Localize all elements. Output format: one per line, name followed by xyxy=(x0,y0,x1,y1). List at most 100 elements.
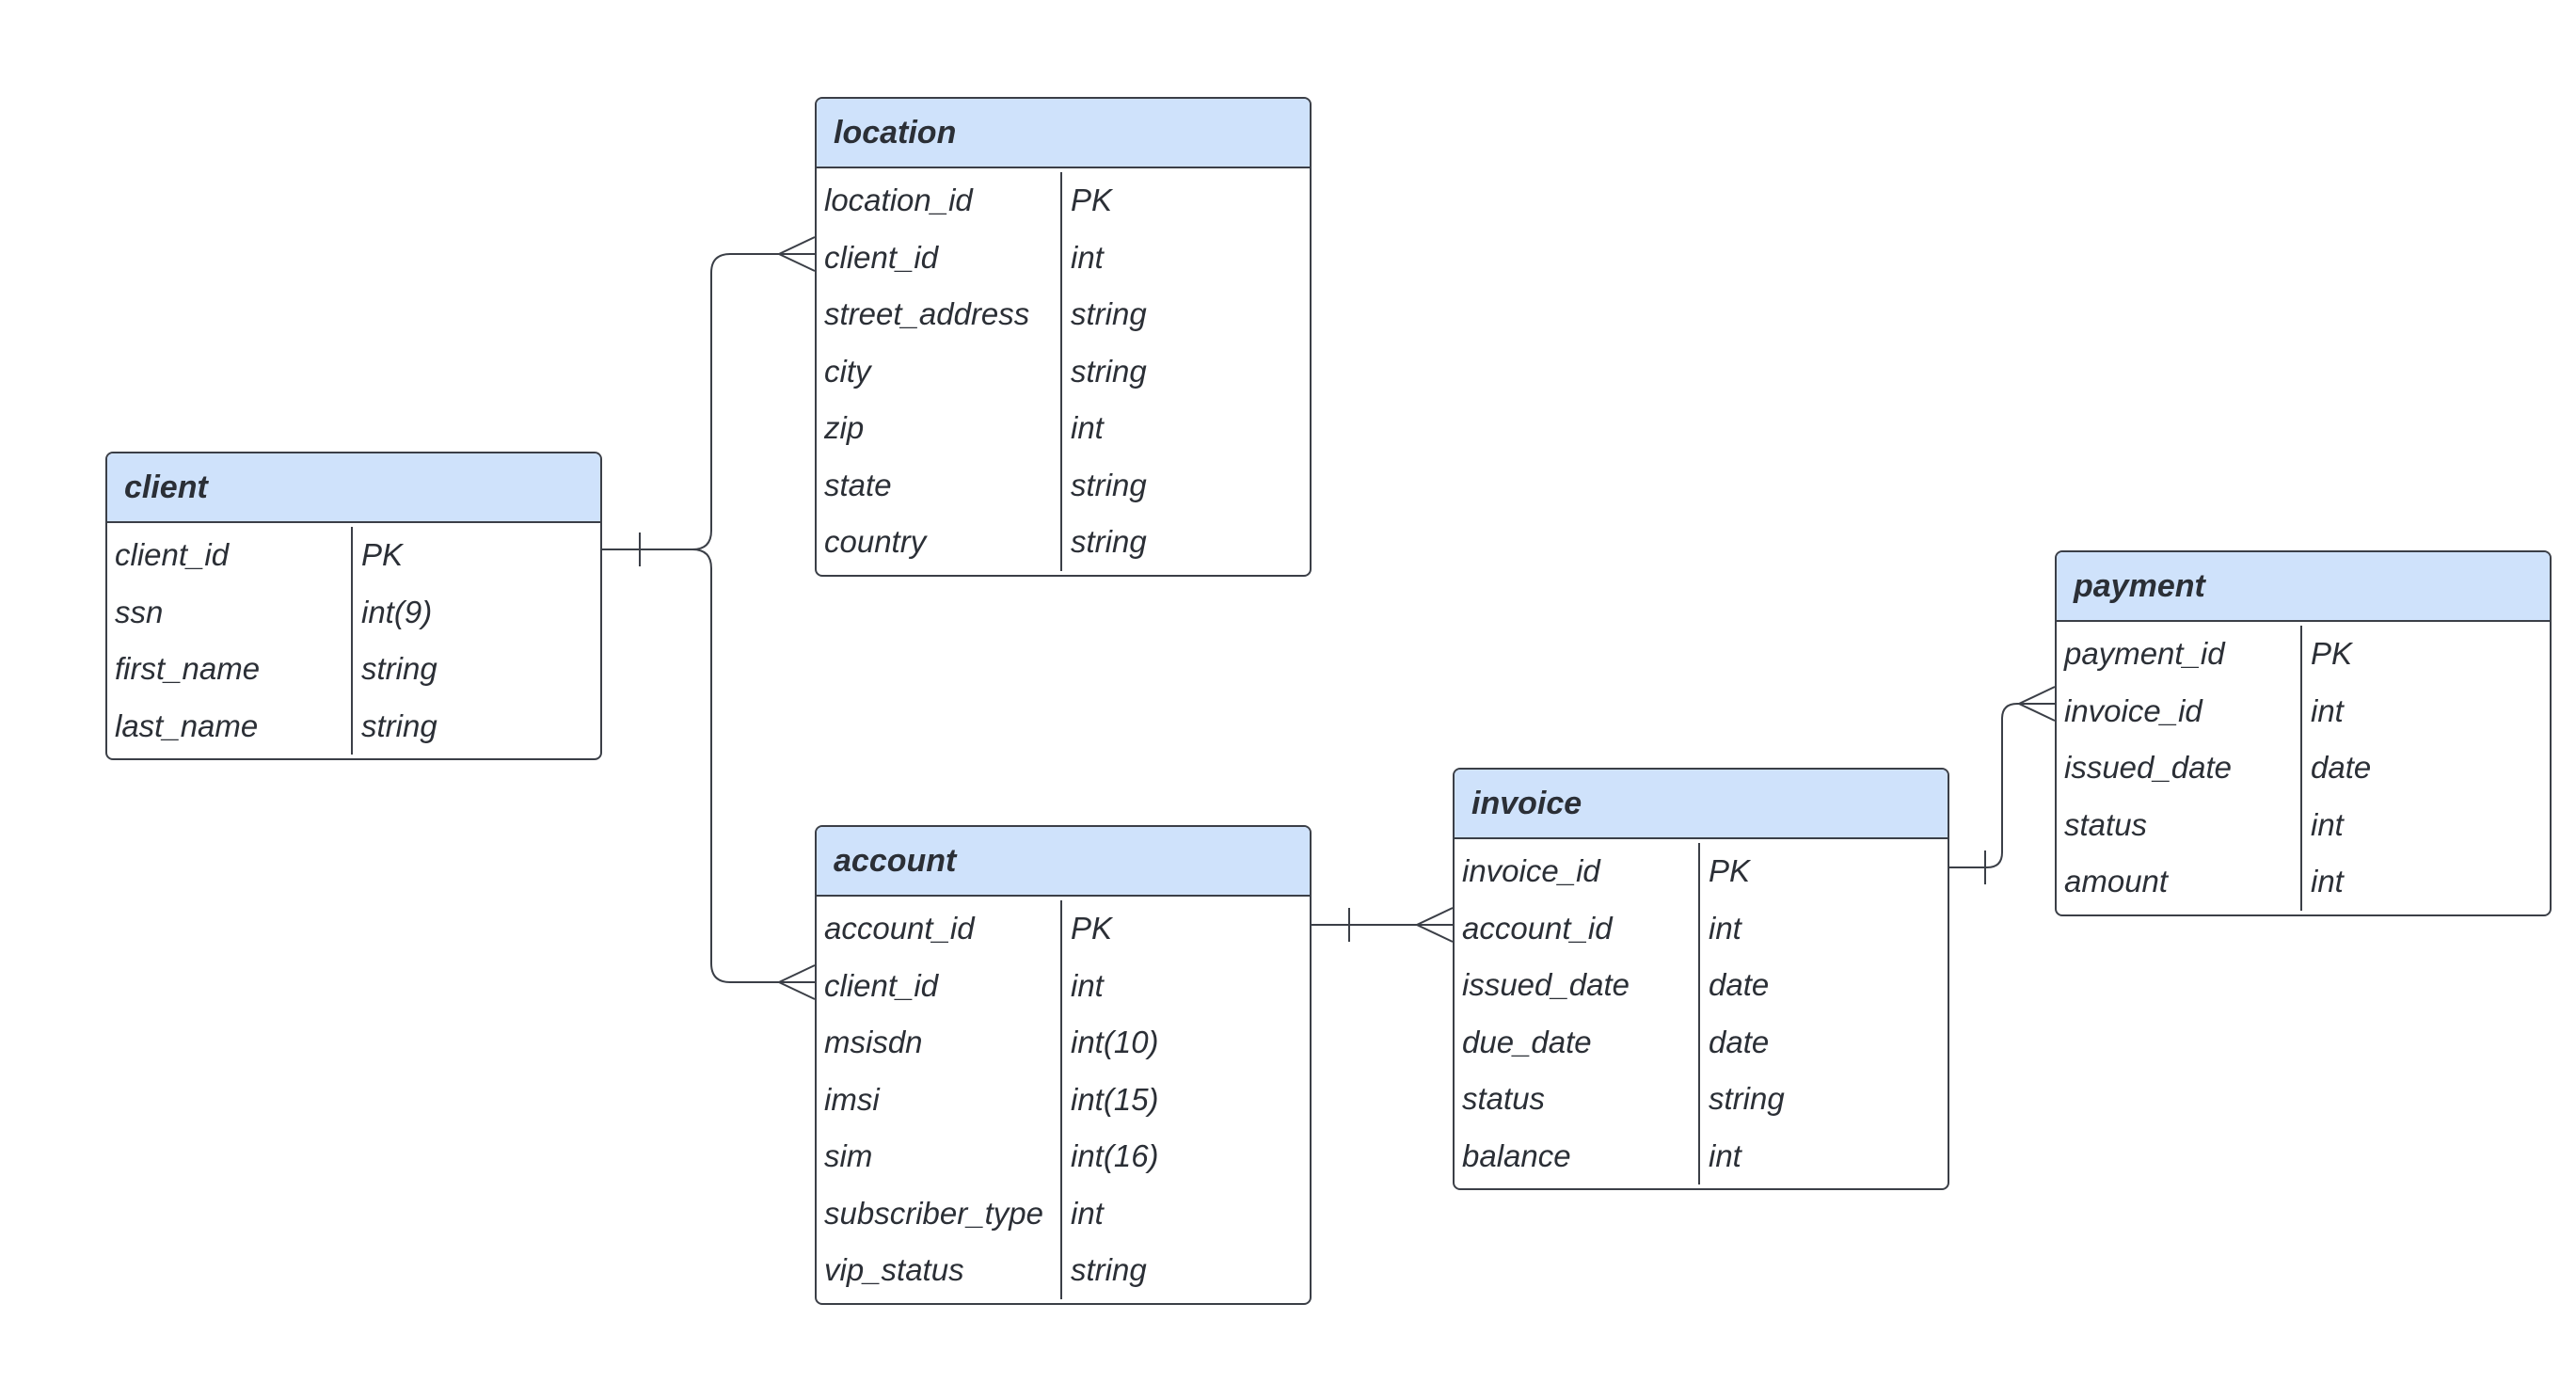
field-row[interactable]: balance int xyxy=(1455,1128,1948,1185)
field-row[interactable]: sim int(16) xyxy=(817,1128,1310,1185)
field-row[interactable]: account_id PK xyxy=(817,900,1310,958)
client-account-many-marker xyxy=(776,964,816,1000)
field-name: client_id xyxy=(115,537,230,573)
field-name: vip_status xyxy=(824,1252,964,1288)
entity-title: payment xyxy=(2057,552,2550,622)
field-name: msisdn xyxy=(824,1025,923,1060)
field-row[interactable]: status string xyxy=(1455,1071,1948,1128)
entity-title: invoice xyxy=(1455,770,1948,839)
field-type: string xyxy=(1071,1252,1147,1288)
field-row[interactable]: street_address string xyxy=(817,286,1310,343)
field-name: invoice_id xyxy=(2064,692,2202,728)
field-row[interactable]: issued_date date xyxy=(1455,957,1948,1014)
field-name: subscriber_type xyxy=(824,1195,1043,1231)
field-row[interactable]: client_id PK xyxy=(107,527,600,584)
field-name: street_address xyxy=(824,296,1030,332)
field-row[interactable]: invoice_id PK xyxy=(1455,843,1948,900)
field-type: int xyxy=(2311,692,2344,728)
field-name: status xyxy=(1462,1081,1546,1117)
field-type: int(10) xyxy=(1071,1025,1159,1060)
field-type: PK xyxy=(2311,636,2353,672)
field-row[interactable]: vip_status string xyxy=(817,1242,1310,1299)
field-type: int xyxy=(2311,864,2344,899)
entity-title: client xyxy=(107,453,600,523)
field-name: balance xyxy=(1462,1137,1571,1173)
field-type: int xyxy=(2311,806,2344,842)
field-name: invoice_id xyxy=(1462,853,1600,889)
field-type: int(16) xyxy=(1071,1138,1159,1174)
field-row[interactable]: city string xyxy=(817,343,1310,401)
entity-title: location xyxy=(817,99,1310,168)
field-name: payment_id xyxy=(2064,636,2225,672)
field-type: string xyxy=(361,707,437,743)
field-row[interactable]: invoice_id int xyxy=(2057,683,2550,740)
field-type: date xyxy=(1709,967,1770,1003)
field-type: PK xyxy=(1071,911,1113,946)
field-type: int(9) xyxy=(361,594,433,629)
field-type: string xyxy=(361,651,437,687)
field-type: string xyxy=(1071,296,1147,332)
field-type: int xyxy=(1709,1137,1741,1173)
field-row[interactable]: client_id int xyxy=(817,958,1310,1015)
field-name: state xyxy=(824,467,892,502)
field-row[interactable]: msisdn int(10) xyxy=(817,1014,1310,1072)
field-row[interactable]: zip int xyxy=(817,400,1310,457)
field-type: string xyxy=(1709,1081,1785,1117)
field-name: status xyxy=(2064,806,2148,842)
invoice-payment-many-marker xyxy=(2016,686,2056,722)
field-type: int xyxy=(1071,967,1104,1003)
field-name: issued_date xyxy=(1462,967,1630,1003)
field-name: sim xyxy=(824,1138,873,1174)
field-name: issued_date xyxy=(2064,750,2232,786)
field-row[interactable]: status int xyxy=(2057,797,2550,854)
field-row[interactable]: client_id int xyxy=(817,230,1310,287)
field-row[interactable]: issued_date date xyxy=(2057,739,2550,797)
client-location-connector xyxy=(602,253,815,550)
field-name: location_id xyxy=(824,183,973,218)
client-location-many-marker xyxy=(776,236,816,272)
field-type: int xyxy=(1071,239,1104,275)
field-type: date xyxy=(1709,1024,1770,1059)
field-row[interactable]: location_id PK xyxy=(817,172,1310,230)
field-type: string xyxy=(1071,353,1147,389)
field-name: client_id xyxy=(824,967,939,1003)
account-invoice-many-marker xyxy=(1414,907,1454,943)
field-type: int(15) xyxy=(1071,1081,1159,1117)
field-row[interactable]: last_name string xyxy=(107,698,600,755)
field-type: PK xyxy=(1709,853,1751,889)
field-name: due_date xyxy=(1462,1024,1592,1059)
field-name: last_name xyxy=(115,707,259,743)
field-row[interactable]: state string xyxy=(817,457,1310,515)
field-name: client_id xyxy=(824,239,939,275)
field-row[interactable]: due_date date xyxy=(1455,1014,1948,1072)
field-type: PK xyxy=(1071,183,1113,218)
field-name: account_id xyxy=(824,911,975,946)
field-type: date xyxy=(2311,750,2372,786)
field-type: int xyxy=(1071,410,1104,446)
field-type: PK xyxy=(361,537,404,573)
field-row[interactable]: payment_id PK xyxy=(2057,626,2550,683)
field-type: string xyxy=(1071,467,1147,502)
field-name: account_id xyxy=(1462,910,1613,946)
field-name: city xyxy=(824,353,871,389)
field-name: country xyxy=(824,524,927,560)
field-name: zip xyxy=(824,410,865,446)
